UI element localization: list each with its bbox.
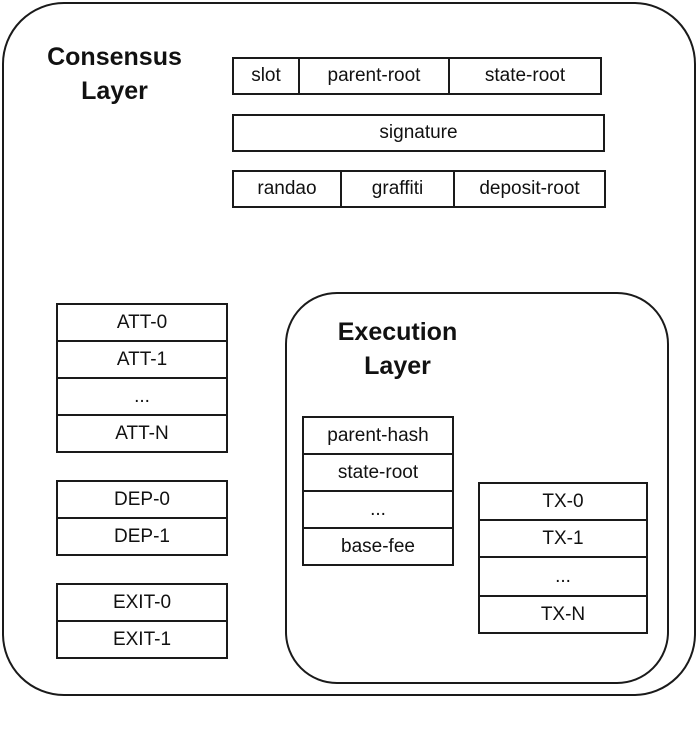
transaction-ellipsis: ... [478, 556, 648, 597]
consensus-layer-title: Consensus Layer [47, 43, 182, 105]
exit-item: EXIT-0 [56, 583, 228, 622]
base-fee-field: base-fee [302, 527, 454, 566]
deposit-item: DEP-0 [56, 480, 228, 519]
execution-state-root-field: state-root [302, 453, 454, 492]
transaction-item: TX-0 [478, 482, 648, 521]
slot-field: slot [232, 57, 300, 95]
attestation-item: ATT-0 [56, 303, 228, 342]
attestation-item: ATT-1 [56, 340, 228, 379]
execution-layer-container [285, 292, 669, 684]
attestation-ellipsis: ... [56, 377, 228, 416]
parent-hash-field: parent-hash [302, 416, 454, 455]
block-header-row-1: slot parent-root state-root [232, 57, 602, 95]
exit-item: EXIT-1 [56, 620, 228, 659]
transaction-item: TX-1 [478, 519, 648, 558]
state-root-field: state-root [448, 57, 602, 95]
deposit-root-field: deposit-root [453, 170, 606, 208]
deposit-item: DEP-1 [56, 517, 228, 556]
transaction-item: TX-N [478, 595, 648, 634]
block-header-row-3: randao graffiti deposit-root [232, 170, 606, 208]
execution-header-ellipsis: ... [302, 490, 454, 529]
randao-field: randao [232, 170, 342, 208]
signature-field: signature [232, 114, 605, 152]
graffiti-field: graffiti [340, 170, 455, 208]
attestation-item: ATT-N [56, 414, 228, 453]
parent-root-field: parent-root [298, 57, 450, 95]
consensus-layer-container [2, 2, 696, 696]
execution-layer-title: Execution Layer [337, 318, 458, 380]
